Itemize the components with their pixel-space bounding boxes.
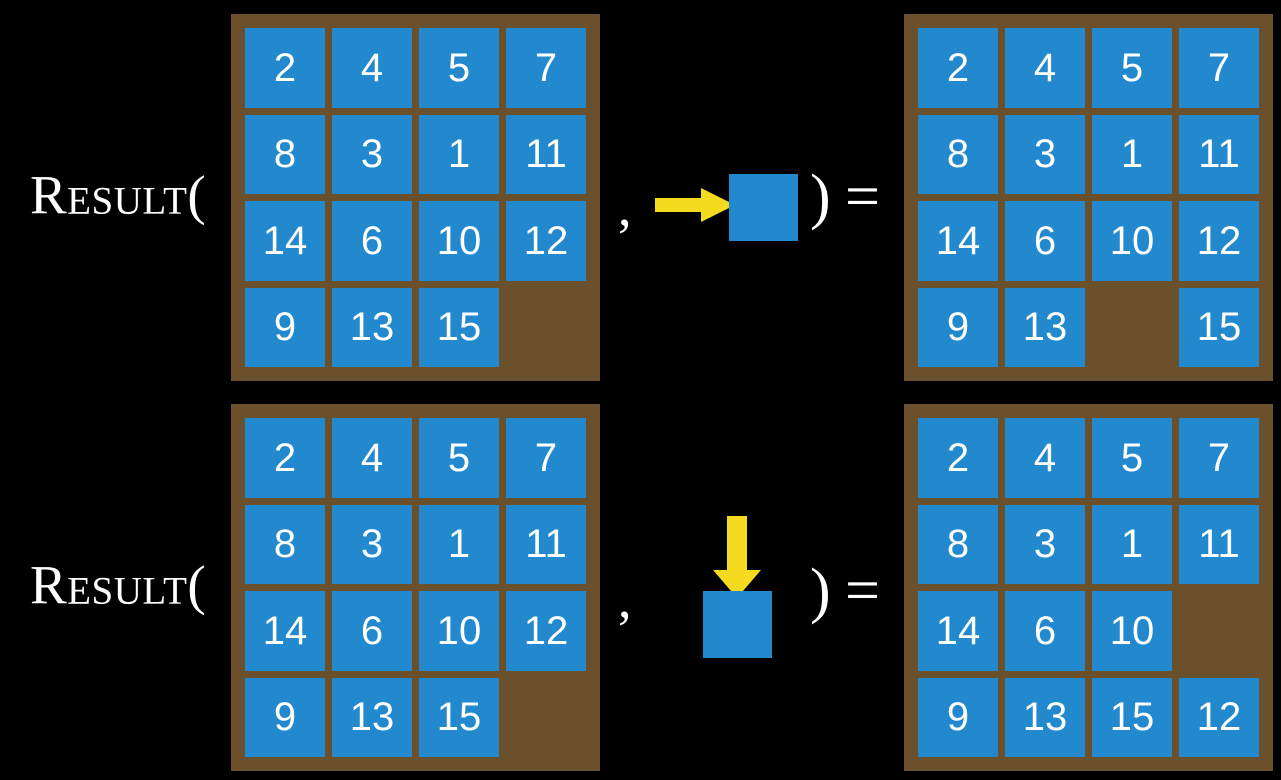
puzzle-tile[interactable]: 11 <box>506 114 586 194</box>
puzzle-tile[interactable]: 12 <box>506 591 586 671</box>
puzzle-tile[interactable]: 6 <box>332 591 412 671</box>
closing-paren-2: ) <box>810 557 831 625</box>
puzzle-tile[interactable]: 14 <box>245 201 325 281</box>
puzzle-tile[interactable]: 3 <box>332 114 412 194</box>
puzzle-tile[interactable]: 14 <box>918 201 998 281</box>
puzzle-tile[interactable]: 7 <box>506 418 586 498</box>
puzzle-tile[interactable]: 9 <box>918 677 998 757</box>
puzzle-tile[interactable]: 6 <box>1005 201 1085 281</box>
equals-sign-2: = <box>845 557 880 625</box>
puzzle-tile[interactable]: 8 <box>245 114 325 194</box>
puzzle-tile[interactable]: 10 <box>419 591 499 671</box>
puzzle-tile[interactable]: 10 <box>1092 201 1172 281</box>
puzzle-tile[interactable]: 9 <box>245 287 325 367</box>
blank-tile-indicator-2 <box>703 591 772 658</box>
blank-tile-indicator-1 <box>729 174 798 241</box>
puzzle-tile[interactable]: 7 <box>1179 418 1259 498</box>
argument-separator-comma-2: , <box>618 569 632 629</box>
result-function-label-2: Result( <box>30 554 207 616</box>
puzzle-tile[interactable]: 7 <box>1179 28 1259 108</box>
puzzle-tile[interactable]: 7 <box>506 28 586 108</box>
puzzle-tile[interactable]: 15 <box>419 287 499 367</box>
closing-paren-1: ) <box>810 163 831 231</box>
puzzle-tile[interactable]: 1 <box>419 114 499 194</box>
puzzle-tile[interactable]: 4 <box>332 28 412 108</box>
arrow-down-icon <box>713 516 761 598</box>
puzzle-tile[interactable]: 14 <box>918 591 998 671</box>
puzzle-tile-empty <box>506 678 586 758</box>
puzzle-tile[interactable]: 1 <box>419 504 499 584</box>
puzzle-tile[interactable]: 2 <box>245 28 325 108</box>
puzzle-tile[interactable]: 3 <box>1005 114 1085 194</box>
puzzle-tile[interactable]: 2 <box>918 418 998 498</box>
puzzle-tile[interactable]: 4 <box>332 418 412 498</box>
equals-sign-1: = <box>845 163 880 231</box>
puzzle-tile-empty <box>506 288 586 368</box>
puzzle-tile[interactable]: 4 <box>1005 28 1085 108</box>
puzzle-tile[interactable]: 3 <box>1005 504 1085 584</box>
puzzle-tile[interactable]: 15 <box>1092 677 1172 757</box>
puzzle-tile[interactable]: 11 <box>1179 114 1259 194</box>
puzzle-tile[interactable]: 5 <box>419 28 499 108</box>
puzzle-tile[interactable]: 5 <box>1092 418 1172 498</box>
puzzle-tile[interactable]: 6 <box>1005 591 1085 671</box>
puzzle-tile[interactable]: 10 <box>1092 591 1172 671</box>
puzzle-tile[interactable]: 8 <box>245 504 325 584</box>
puzzle-tile[interactable]: 1 <box>1092 114 1172 194</box>
puzzle-tile[interactable]: 15 <box>1179 287 1259 367</box>
argument-separator-comma-1: , <box>618 177 632 237</box>
puzzle-tile[interactable]: 11 <box>1179 504 1259 584</box>
puzzle-tile[interactable]: 13 <box>332 287 412 367</box>
puzzle-tile-empty <box>1179 591 1259 671</box>
puzzle-tile[interactable]: 12 <box>1179 677 1259 757</box>
puzzle-tile[interactable]: 9 <box>245 677 325 757</box>
puzzle-tile[interactable]: 12 <box>506 201 586 281</box>
puzzle-tile[interactable]: 11 <box>506 504 586 584</box>
puzzle-tile[interactable]: 4 <box>1005 418 1085 498</box>
puzzle-tile[interactable]: 2 <box>245 418 325 498</box>
puzzle-tile[interactable]: 13 <box>1005 287 1085 367</box>
puzzle-tile[interactable]: 15 <box>419 677 499 757</box>
puzzle-tile[interactable]: 13 <box>332 677 412 757</box>
puzzle-tile[interactable]: 5 <box>1092 28 1172 108</box>
puzzle-tile[interactable]: 8 <box>918 504 998 584</box>
puzzle-tile-empty <box>1092 288 1172 368</box>
arrow-right-icon <box>655 188 735 222</box>
puzzle-tile[interactable]: 9 <box>918 287 998 367</box>
puzzle-tile[interactable]: 3 <box>332 504 412 584</box>
puzzle-tile[interactable]: 6 <box>332 201 412 281</box>
puzzle-tile[interactable]: 8 <box>918 114 998 194</box>
result-function-label-1: Result( <box>30 164 207 226</box>
puzzle-tile[interactable]: 1 <box>1092 504 1172 584</box>
puzzle-tile[interactable]: 5 <box>419 418 499 498</box>
puzzle-tile[interactable]: 13 <box>1005 677 1085 757</box>
puzzle-tile[interactable]: 10 <box>419 201 499 281</box>
puzzle-tile[interactable]: 2 <box>918 28 998 108</box>
puzzle-tile[interactable]: 12 <box>1179 201 1259 281</box>
puzzle-tile[interactable]: 14 <box>245 591 325 671</box>
